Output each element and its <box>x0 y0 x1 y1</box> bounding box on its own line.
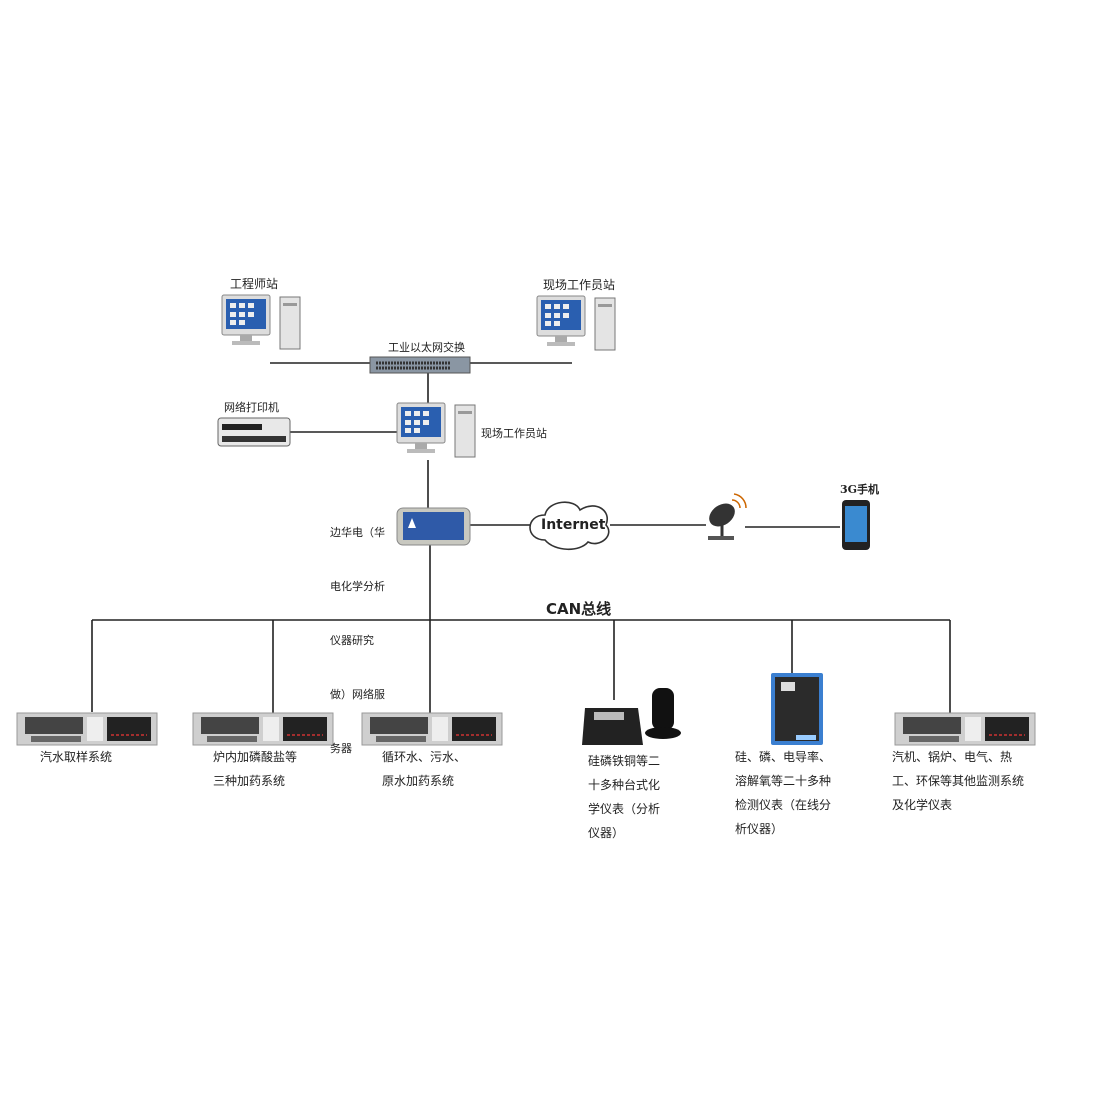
device-label-line: 汽机、锅炉、电气、热 <box>892 750 1013 764</box>
engineer-station-pc-icon <box>221 294 301 350</box>
device-label-line: 汽水取样系统 <box>40 750 113 764</box>
online-analyzer-icon <box>771 673 823 745</box>
field-station-pc-icon <box>396 402 476 458</box>
device-label-line: 及化学仪表 <box>892 798 953 812</box>
device-label-line: 循环水、污水、 <box>382 750 467 764</box>
server-label-line: 务器 <box>330 742 352 755</box>
ethernet-switch-icon <box>369 356 471 374</box>
device-label-line: 三种加药系统 <box>213 774 286 788</box>
device-label: 硅磷铁铜等二十多种台式化学仪表（分析仪器） <box>588 749 660 845</box>
internet-label: Internet <box>541 517 606 533</box>
server-label-line: 仪器研究 <box>330 634 374 647</box>
rack-server-icon <box>192 712 334 746</box>
device-label-line: 仪器） <box>588 826 625 840</box>
device-label-line: 学仪表（分析 <box>588 802 661 816</box>
server-label: 边华电（华 电化学分析 仪器研究 做）网络服 务器 <box>330 488 385 776</box>
benchtop-meter-icon <box>582 688 681 745</box>
device-label-line: 工、环保等其他监测系统 <box>892 774 1025 788</box>
device-label-line: 炉内加磷酸盐等 <box>213 750 298 764</box>
field-station-label: 现场工作员站 <box>481 427 547 440</box>
device-label-line: 硅磷铁铜等二 <box>588 754 661 768</box>
device-label-line: 溶解氧等二十多种 <box>735 774 832 788</box>
device-label-line: 析仪器） <box>735 822 784 836</box>
device-label: 循环水、污水、原水加药系统 <box>382 745 466 793</box>
network-server-icon <box>396 507 471 546</box>
satellite-dish-icon <box>708 493 747 540</box>
rack-server-icon <box>16 712 158 746</box>
rack-server-icon <box>894 712 1036 746</box>
can-bus-label: CAN总线 <box>546 600 612 618</box>
device-label-line: 硅、磷、电导率、 <box>735 750 832 764</box>
device-label-line: 十多种台式化 <box>588 778 661 792</box>
server-label-line: 边华电（华 <box>330 526 385 539</box>
connection-lines <box>91 362 951 713</box>
printer-icon <box>217 417 291 447</box>
printer-label: 网络打印机 <box>224 401 279 414</box>
device-label-line: 检测仪表（在线分 <box>735 798 832 812</box>
server-label-line: 电化学分析 <box>330 580 385 593</box>
internet-cloud-icon <box>529 501 610 551</box>
phone-label: 3G手机 <box>840 483 880 496</box>
device-label: 炉内加磷酸盐等三种加药系统 <box>213 745 297 793</box>
field-station-pc-icon <box>536 295 616 351</box>
server-label-line: 做）网络服 <box>330 688 385 701</box>
engineer-station-label: 工程师站 <box>230 277 279 291</box>
device-label: 硅、磷、电导率、溶解氧等二十多种检测仪表（在线分析仪器） <box>735 745 831 841</box>
device-label: 汽机、锅炉、电气、热工、环保等其他监测系统及化学仪表 <box>892 745 1024 817</box>
switch-label: 工业以太网交换 <box>388 341 465 354</box>
device-label: 汽水取样系统 <box>40 745 112 769</box>
field-station-label: 现场工作员站 <box>543 278 616 292</box>
device-label-line: 原水加药系统 <box>382 774 455 788</box>
mobile-phone-icon <box>842 500 870 550</box>
